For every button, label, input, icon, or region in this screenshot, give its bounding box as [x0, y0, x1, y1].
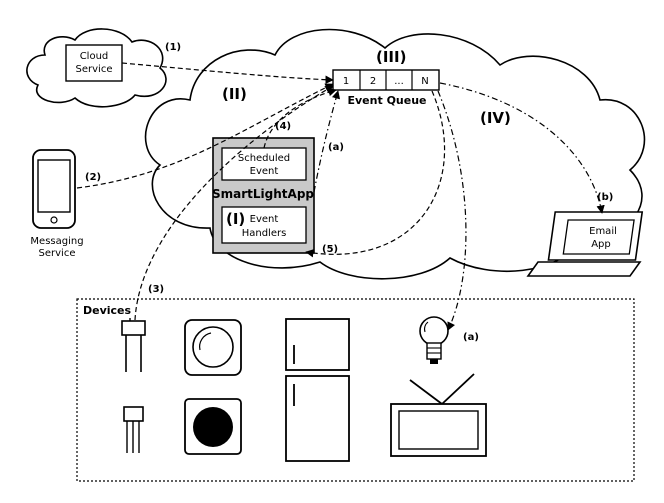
round-switch-icon	[184, 319, 242, 376]
arrow-queue-to-email	[439, 82, 605, 214]
arrow-app-to-queue-a	[313, 90, 341, 193]
tv-icon	[390, 373, 487, 457]
light-bulb-icon	[419, 316, 449, 364]
dark-switch-icon	[184, 398, 242, 455]
scheduled-event-line1: Scheduled	[238, 153, 290, 164]
step-a-lower-label: (a)	[463, 332, 479, 343]
event-queue-label: Event Queue	[348, 94, 427, 107]
step-b-label: (b)	[597, 192, 613, 203]
messaging-service-line1: Messaging	[30, 236, 83, 247]
arrow-scheduled-to-queue	[263, 87, 337, 149]
step-a-upper-label: (a)	[328, 142, 344, 153]
arrow-device-to-queue	[134, 85, 334, 321]
sensor-small-icon	[123, 406, 144, 453]
region-label-i: (I)	[226, 210, 245, 228]
event-handlers-line2: Handlers	[242, 228, 287, 239]
region-label-ii: (II)	[222, 85, 247, 103]
event-handlers-line1: Event	[250, 214, 279, 225]
fridge-icon	[285, 318, 350, 462]
phone-icon	[32, 149, 76, 229]
queue-slot-ellipsis: ...	[394, 76, 404, 87]
region-label-iii: (III)	[376, 48, 406, 66]
queue-slot-n: N	[421, 76, 428, 87]
devices-box	[76, 298, 635, 482]
laptop-icon	[526, 211, 644, 277]
cloud-service-line2: Service	[76, 64, 113, 75]
messaging-service-line2: Service	[39, 248, 76, 259]
step-4-label: (4)	[275, 121, 291, 132]
queue-slot-2: 2	[370, 76, 376, 87]
sensor-icon	[121, 318, 146, 372]
scheduled-event-line2: Event	[250, 166, 279, 177]
event-queue: 1 2 ... N	[332, 69, 440, 91]
region-label-iv: (IV)	[480, 109, 511, 127]
email-app-line2: App	[591, 239, 611, 250]
devices-label: Devices	[83, 304, 132, 317]
arrow-phone-to-queue	[76, 83, 334, 189]
smartlightapp: Scheduled Event SmartLightApp (I) Event …	[212, 137, 315, 254]
arrow-queue-to-bulb	[437, 90, 467, 331]
arrow-cloud-to-queue	[121, 62, 334, 84]
queue-slot-1: 1	[343, 76, 349, 87]
step-3-label: (3)	[148, 284, 164, 295]
step-5-label: (5)	[322, 244, 338, 255]
email-app-line1: Email	[589, 226, 617, 237]
arrow-queue-to-handlers	[305, 90, 446, 258]
step-1-label: (1)	[165, 42, 181, 53]
step-2-label: (2)	[85, 172, 101, 183]
cloud-service-cloud	[26, 28, 167, 108]
cloud-service-line1: Cloud	[80, 51, 109, 62]
smartlightapp-title: SmartLightApp	[212, 187, 314, 201]
